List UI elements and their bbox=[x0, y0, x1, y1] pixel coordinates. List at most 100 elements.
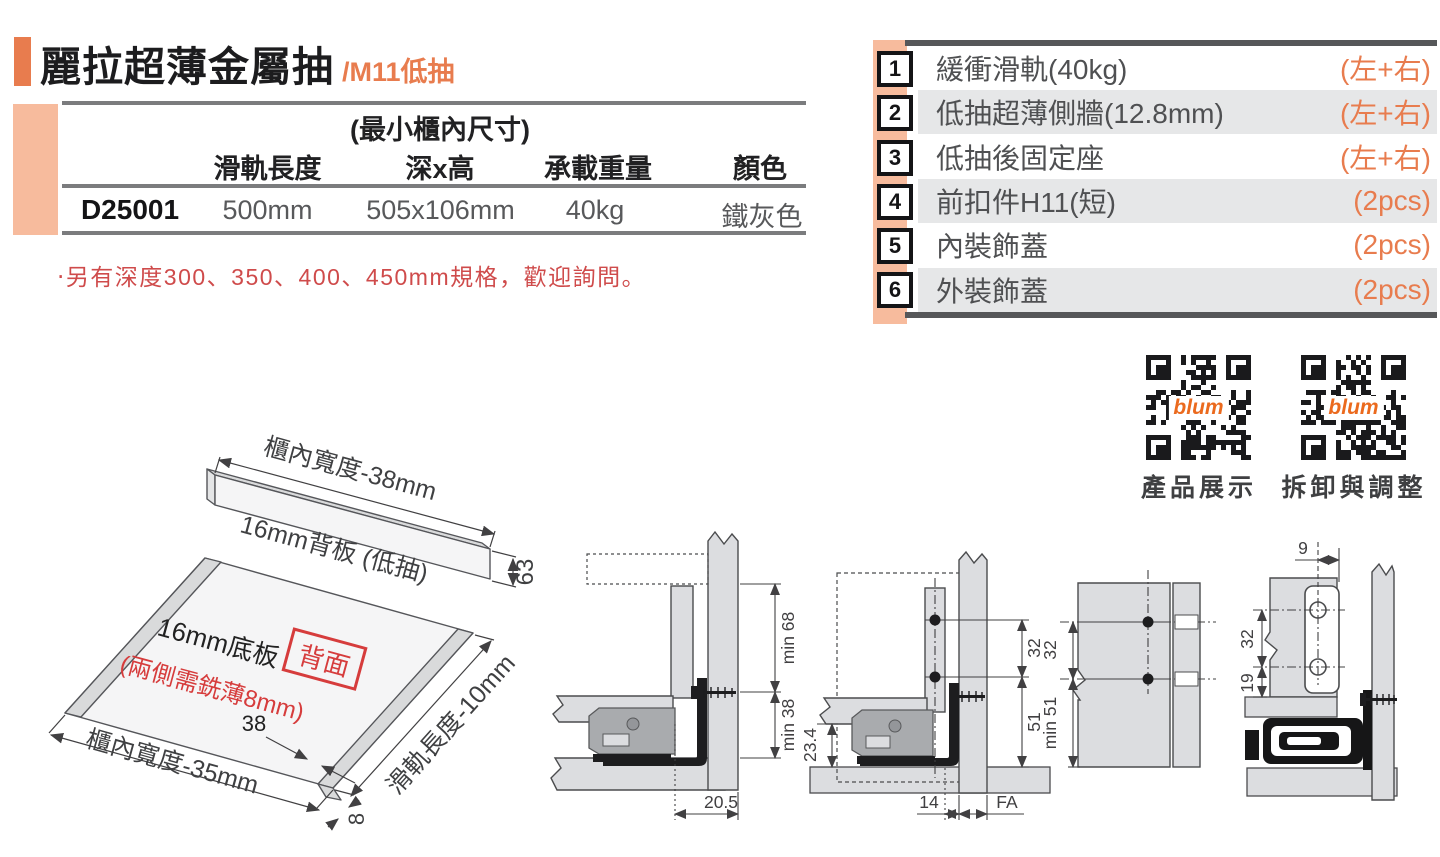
qr-finder-icon bbox=[1301, 435, 1326, 460]
qr-code-product-demo: blum bbox=[1146, 355, 1251, 460]
part-number-badge: 3 bbox=[877, 140, 913, 176]
part-qty: (2pcs) bbox=[1353, 185, 1431, 216]
qr-code-disassembly: blum bbox=[1301, 355, 1406, 460]
part-name: 低抽超薄側牆(12.8mm) bbox=[936, 98, 1224, 129]
part-name: 緩衝滑軌(40kg) bbox=[936, 54, 1128, 85]
blum-logo: blum bbox=[1168, 395, 1229, 420]
part-name: 外裝飾蓋 bbox=[936, 276, 1049, 307]
page-subtitle: /M11低抽 bbox=[342, 57, 455, 87]
iso-step-8-label: 8 bbox=[344, 813, 369, 825]
dim-fa: FA bbox=[996, 792, 1018, 812]
part-qty: (2pcs) bbox=[1353, 274, 1431, 305]
drill-point bbox=[929, 614, 941, 626]
dim-51: 51 bbox=[1024, 712, 1044, 731]
col-header-depth-height: 深x高 bbox=[405, 154, 475, 184]
qr-finder-icon bbox=[1381, 355, 1406, 380]
part-number-badge: 4 bbox=[877, 184, 913, 220]
part-name: 前扣件H11(短) bbox=[936, 187, 1116, 218]
drill-point bbox=[1142, 673, 1154, 685]
cell-load: 40kg bbox=[565, 195, 625, 225]
slide-bracket bbox=[851, 683, 959, 766]
dim-32: 32 bbox=[1024, 638, 1044, 657]
section-diagram-back-fixing: min 68 min 38 20.5 bbox=[550, 530, 798, 820]
parts-list-row: 內裝飾蓋 (2pcs) bbox=[918, 223, 1437, 267]
part-number-badge: 6 bbox=[877, 272, 913, 308]
slot bbox=[1174, 671, 1199, 687]
part-number-badge: 1 bbox=[877, 51, 913, 87]
front-panel-phantom bbox=[586, 553, 709, 585]
table-border-top bbox=[62, 101, 806, 105]
drawer-bottom-panel bbox=[1244, 696, 1338, 718]
parts-list-row: 低抽超薄側牆(12.8mm) (左+右) bbox=[918, 90, 1437, 134]
dim-19: 19 bbox=[1237, 673, 1257, 692]
drawer-back-panel-face bbox=[1072, 582, 1171, 768]
cabinet-side-wall bbox=[1371, 562, 1395, 801]
qr-finder-icon bbox=[1146, 435, 1171, 460]
dim-32: 32 bbox=[1040, 640, 1060, 659]
screw-icon bbox=[691, 686, 736, 699]
dim-20-5: 20.5 bbox=[704, 792, 738, 812]
dim-min-38: min 38 bbox=[778, 699, 798, 752]
parts-list-row: 低抽後固定座 (左+右) bbox=[918, 135, 1437, 179]
cell-color: 鐵灰色 bbox=[721, 202, 803, 232]
qr-caption-left: 產品展示 bbox=[1140, 474, 1257, 502]
page-title: 麗拉超薄金屬抽 bbox=[40, 44, 334, 90]
part-qty: (左+右) bbox=[1339, 143, 1431, 174]
col-header-rail-length: 滑軌長度 bbox=[213, 154, 322, 184]
dim-9: 9 bbox=[1298, 538, 1308, 558]
part-qty: (左+右) bbox=[1339, 98, 1431, 129]
qr-finder-icon bbox=[1301, 355, 1326, 380]
iso-back-height-label: 63 bbox=[512, 559, 539, 586]
parts-list-bottom-bar bbox=[905, 312, 1437, 318]
part-name: 內裝飾蓋 bbox=[936, 231, 1049, 262]
qr-finder-icon bbox=[1146, 355, 1171, 380]
cell-depth-height: 505x106mm bbox=[366, 195, 515, 225]
front-bracket-section-diagram: 9 32 19 bbox=[1237, 538, 1398, 801]
screw-icon bbox=[950, 690, 985, 703]
cabinet-floor bbox=[809, 766, 1051, 794]
parts-list-row: 前扣件H11(短) (2pcs) bbox=[918, 179, 1437, 223]
slide-bracket bbox=[588, 678, 707, 766]
table-border-middle bbox=[62, 184, 806, 188]
section-diagram-drilling: 23.4 32 51 14 FA bbox=[800, 550, 1051, 820]
table-border-bottom bbox=[62, 231, 806, 235]
depth-options-note: ‧另有深度300、350、400、450mm規格，歡迎詢問。 bbox=[57, 264, 647, 290]
page-header: 麗拉超薄金屬抽 /M11低抽 bbox=[40, 33, 455, 93]
cabinet-back-wall bbox=[958, 550, 988, 794]
isometric-panel-diagram: 櫃內寬度-38mm 16mm背板 (低抽) 63 16mm底板 背面 (兩側需銑… bbox=[48, 432, 539, 831]
iso-offset-38-label: 38 bbox=[242, 711, 266, 736]
part-number-badge: 5 bbox=[877, 228, 913, 264]
qr-caption-right: 拆卸與調整 bbox=[1281, 474, 1427, 502]
part-number-badge: 2 bbox=[877, 95, 913, 131]
drill-point bbox=[929, 671, 941, 683]
col-header-load: 承載重量 bbox=[544, 154, 652, 184]
title-accent-block bbox=[14, 37, 31, 86]
parts-list-row: 外裝飾蓋 (2pcs) bbox=[918, 268, 1437, 312]
rear-panel-drilling-diagram: 32 min 51 bbox=[1040, 570, 1216, 769]
drawer-back-panel bbox=[670, 585, 694, 699]
spec-table-accent-strip bbox=[13, 104, 58, 235]
dim-min-68: min 68 bbox=[778, 612, 798, 665]
col-header-color: 顏色 bbox=[733, 154, 787, 184]
slide-rail-profile bbox=[1245, 690, 1372, 770]
part-name: 低抽後固定座 bbox=[936, 143, 1105, 174]
cell-model: D25001 bbox=[80, 194, 180, 225]
parts-list-top-bar bbox=[905, 40, 1437, 46]
dim-23-4: 23.4 bbox=[800, 728, 820, 762]
screw-icon bbox=[1360, 693, 1397, 706]
cell-rail-length: 500mm bbox=[222, 195, 313, 225]
iso-back-face-stamp: 背面 bbox=[281, 627, 368, 691]
dim-min-51: min 51 bbox=[1040, 697, 1060, 750]
part-qty: (2pcs) bbox=[1353, 229, 1431, 260]
front-fixing-bracket bbox=[1304, 585, 1340, 694]
left-rail bbox=[64, 557, 222, 718]
dim-32: 32 bbox=[1237, 629, 1257, 648]
table-size-note: (最小櫃內尺寸) bbox=[350, 115, 530, 145]
parts-list-row: 緩衝滑軌(40kg) (左+右) bbox=[918, 46, 1437, 90]
blum-logo: blum bbox=[1323, 395, 1384, 420]
cabinet-back-wall bbox=[707, 530, 739, 791]
drill-point bbox=[1142, 616, 1154, 628]
dim-14: 14 bbox=[919, 792, 939, 812]
slot bbox=[1174, 614, 1199, 630]
